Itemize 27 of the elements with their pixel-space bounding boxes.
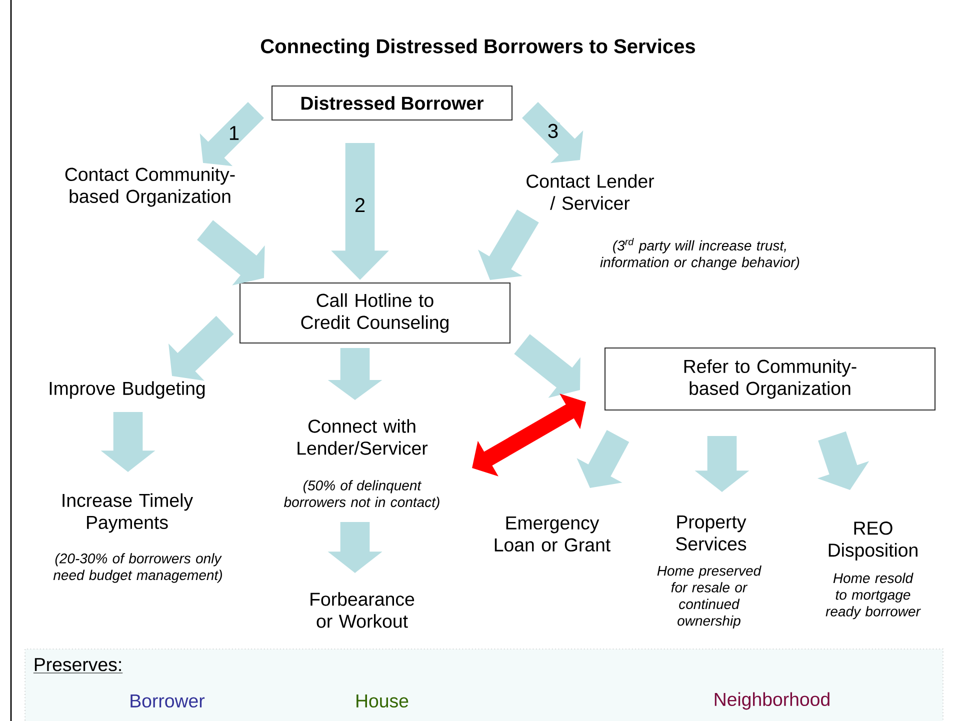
note-text: Home resold to mortgage ready borrower	[826, 572, 921, 620]
panel-heading: Preserves:	[33, 658, 123, 674]
arrow-number: 2	[353, 196, 367, 214]
step-text: Increase Timely Payments	[62, 493, 194, 533]
preserves-panel	[24, 648, 944, 721]
step-text: Emergency Loan or Grant	[494, 516, 610, 552]
arrow-number: 1	[227, 124, 241, 142]
title: Connecting Distressed Borrowers to Services	[260, 38, 695, 58]
step-text: Property Services	[676, 515, 746, 550]
category-text: Borrower	[130, 694, 205, 708]
block-arrow	[472, 394, 586, 476]
process-box: Call Hotline to Credit Counseling	[239, 282, 511, 344]
note-text: (20-30% of borrowers only need budget management)	[53, 553, 222, 583]
step-text: Contact Lender / Servicer	[526, 174, 654, 210]
step-text: Forbearance or Workout	[310, 592, 414, 628]
note-text: (50% of delinquent borrowers not in contact)	[284, 480, 440, 510]
process-box: Distressed Borrower	[271, 85, 513, 121]
note-text: Home preserved for resale or continued ownership	[657, 565, 762, 629]
category-text: Neighborhood	[714, 692, 830, 710]
step-text: Improve Budgeting	[50, 381, 205, 399]
note-text: (3$^{rd}$ party will increase trust, information or change behavior)	[600, 238, 800, 270]
step-text: Contact Community-based Organization	[65, 167, 235, 207]
step-text: Connect with Lender/Servicer	[298, 419, 428, 455]
step-text: REO Disposition	[828, 522, 918, 560]
category-text: House	[356, 694, 408, 708]
arrow-number: 3	[546, 122, 560, 140]
process-box: Refer to Community-based Organization	[604, 347, 936, 411]
